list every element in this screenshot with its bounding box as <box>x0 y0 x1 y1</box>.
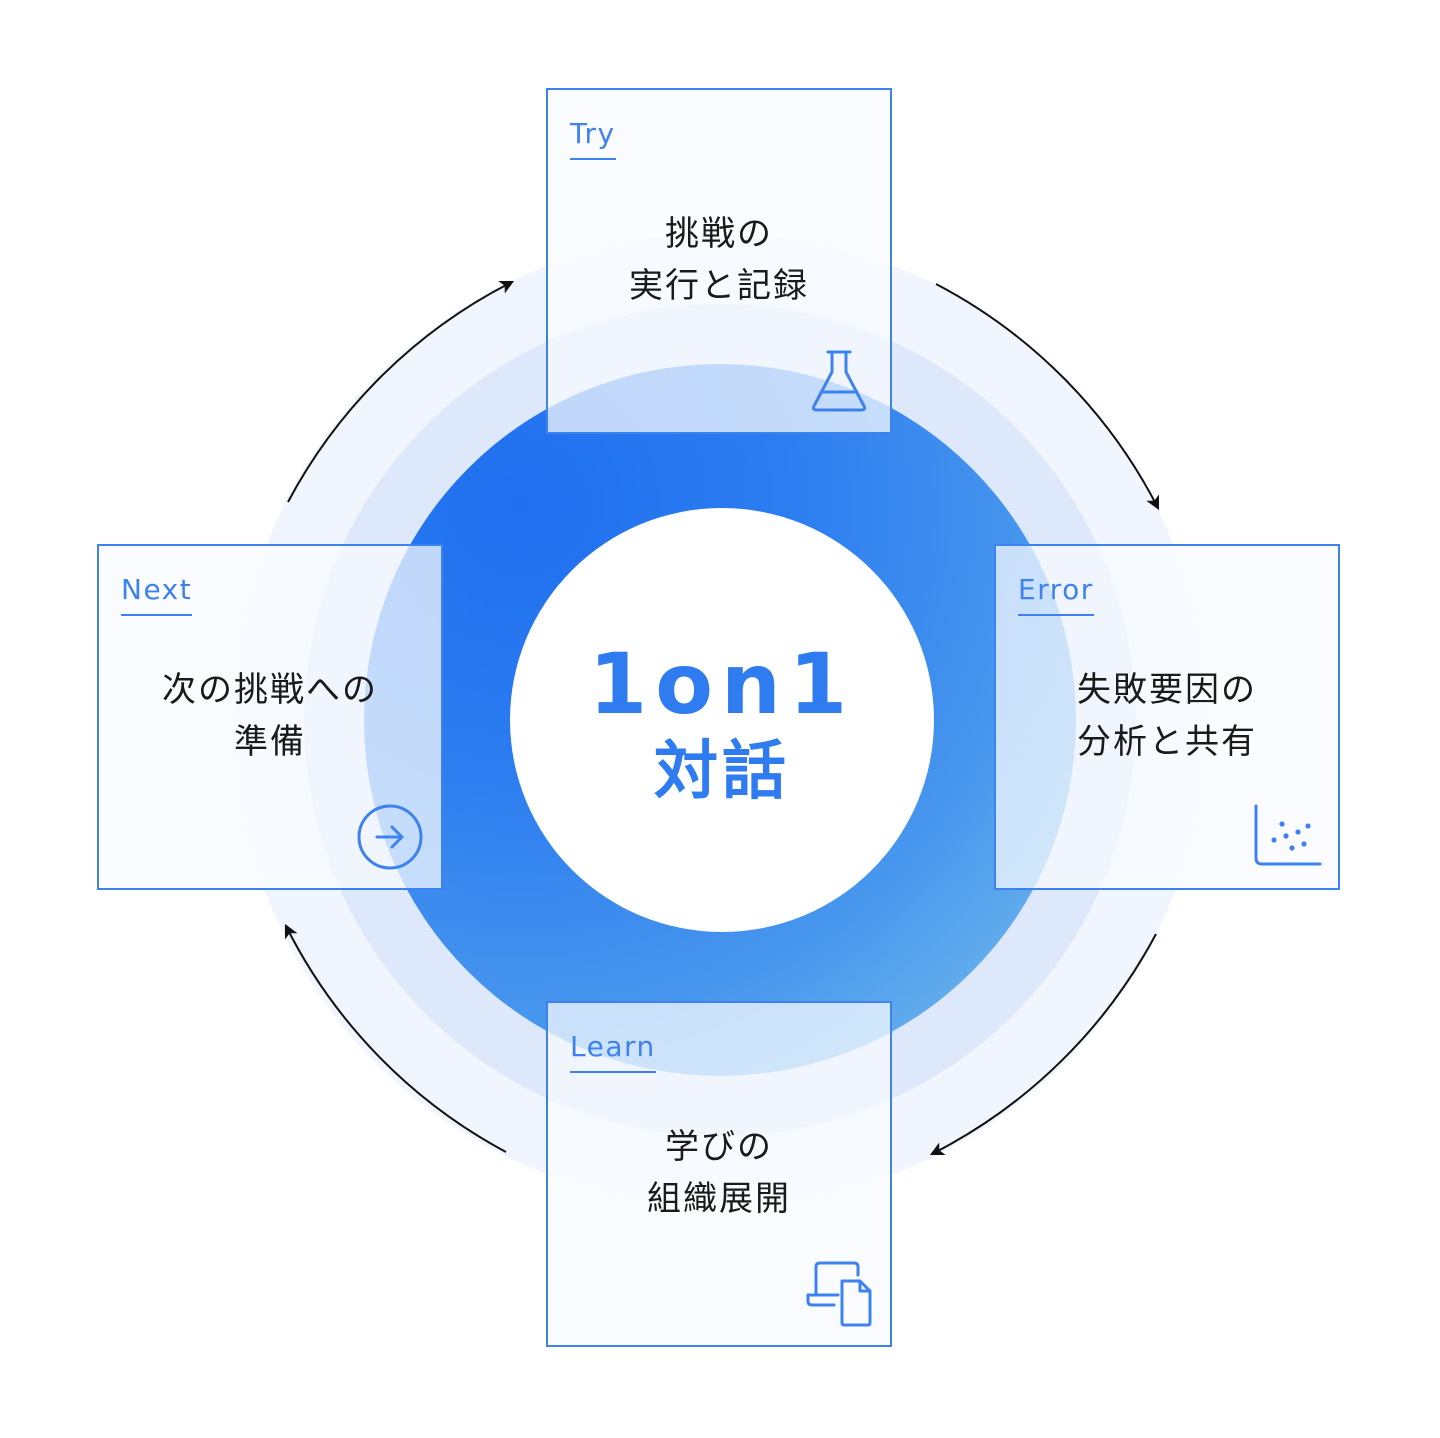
stage-description: 学びの 組織展開 <box>548 1121 890 1225</box>
flask-icon <box>811 350 867 412</box>
arrow-learn-to-next <box>284 923 507 1153</box>
center-title: 1on1 <box>588 635 856 733</box>
stage-description-line: 失敗要因の <box>1077 670 1257 710</box>
stage-description-line: 組織展開 <box>647 1179 791 1219</box>
stage-description-line: 学びの <box>665 1127 773 1167</box>
stage-card-next: Next 次の挑戦への 準備 <box>97 544 443 890</box>
documents-icon <box>806 1261 872 1327</box>
stage-card-error: Error 失敗要因の 分析と共有 <box>994 544 1340 890</box>
arrow-right-circle-icon <box>357 804 423 870</box>
stage-card-learn: Learn 学びの 組織展開 <box>546 1001 892 1347</box>
arrow-try-to-error <box>935 283 1160 511</box>
stage-description-line: 挑戦の <box>665 214 773 254</box>
stage-tag: Next <box>121 576 193 616</box>
stage-tag: Learn <box>570 1033 656 1073</box>
arrow-error-to-learn <box>929 933 1157 1156</box>
stage-description: 失敗要因の 分析と共有 <box>996 664 1338 768</box>
center-subtitle: 対話 <box>654 735 790 809</box>
stage-description: 次の挑戦への 準備 <box>99 664 441 768</box>
stage-tag: Try <box>570 120 616 160</box>
stage-card-try: Try 挑戦の 実行と記録 <box>546 88 892 434</box>
scatter-chart-icon <box>1254 804 1322 866</box>
stage-tag: Error <box>1018 576 1094 616</box>
stage-description-line: 実行と記録 <box>629 266 809 306</box>
stage-description: 挑戦の 実行と記録 <box>548 208 890 312</box>
stage-description-line: 準備 <box>234 722 306 762</box>
stage-description-line: 分析と共有 <box>1077 722 1257 762</box>
stage-description-line: 次の挑戦への <box>162 670 378 710</box>
arrow-next-to-try <box>287 280 515 503</box>
center-label: 1on1 対話 <box>510 508 934 932</box>
